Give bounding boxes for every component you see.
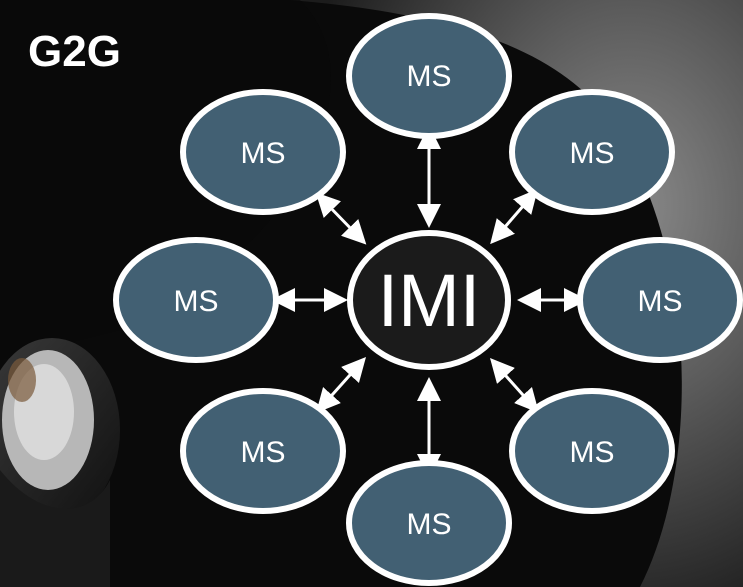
ms-node-top-right: MS	[509, 89, 675, 215]
ms-node-left: MS	[113, 237, 279, 363]
arrow-hub-bottom-right	[490, 358, 539, 413]
node-label: MS	[241, 137, 286, 170]
node-label: MS	[638, 285, 683, 318]
node-label: MS	[241, 436, 286, 469]
satellite-image	[0, 338, 120, 587]
ms-node-top: MS	[346, 13, 512, 139]
hub-node: IMI	[347, 230, 511, 370]
node-label: MS	[570, 436, 615, 469]
ms-node-top-left: MS	[180, 89, 346, 215]
node-label: MS	[407, 508, 452, 541]
ms-node-bottom: MS	[346, 460, 512, 586]
node-label: MS	[407, 60, 452, 93]
slide-title: G2G	[28, 27, 121, 76]
ms-node-right: MS	[577, 237, 743, 363]
arrow-hub-top-right	[490, 188, 538, 245]
arrow-hub-top-left	[315, 192, 367, 245]
node-label: MS	[570, 137, 615, 170]
ms-node-bottom-right: MS	[509, 388, 675, 514]
node-label: MS	[174, 285, 219, 318]
hub-label: IMI	[378, 259, 481, 342]
arrow-hub-bottom-left	[315, 357, 367, 413]
ms-node-bottom-left: MS	[180, 388, 346, 514]
